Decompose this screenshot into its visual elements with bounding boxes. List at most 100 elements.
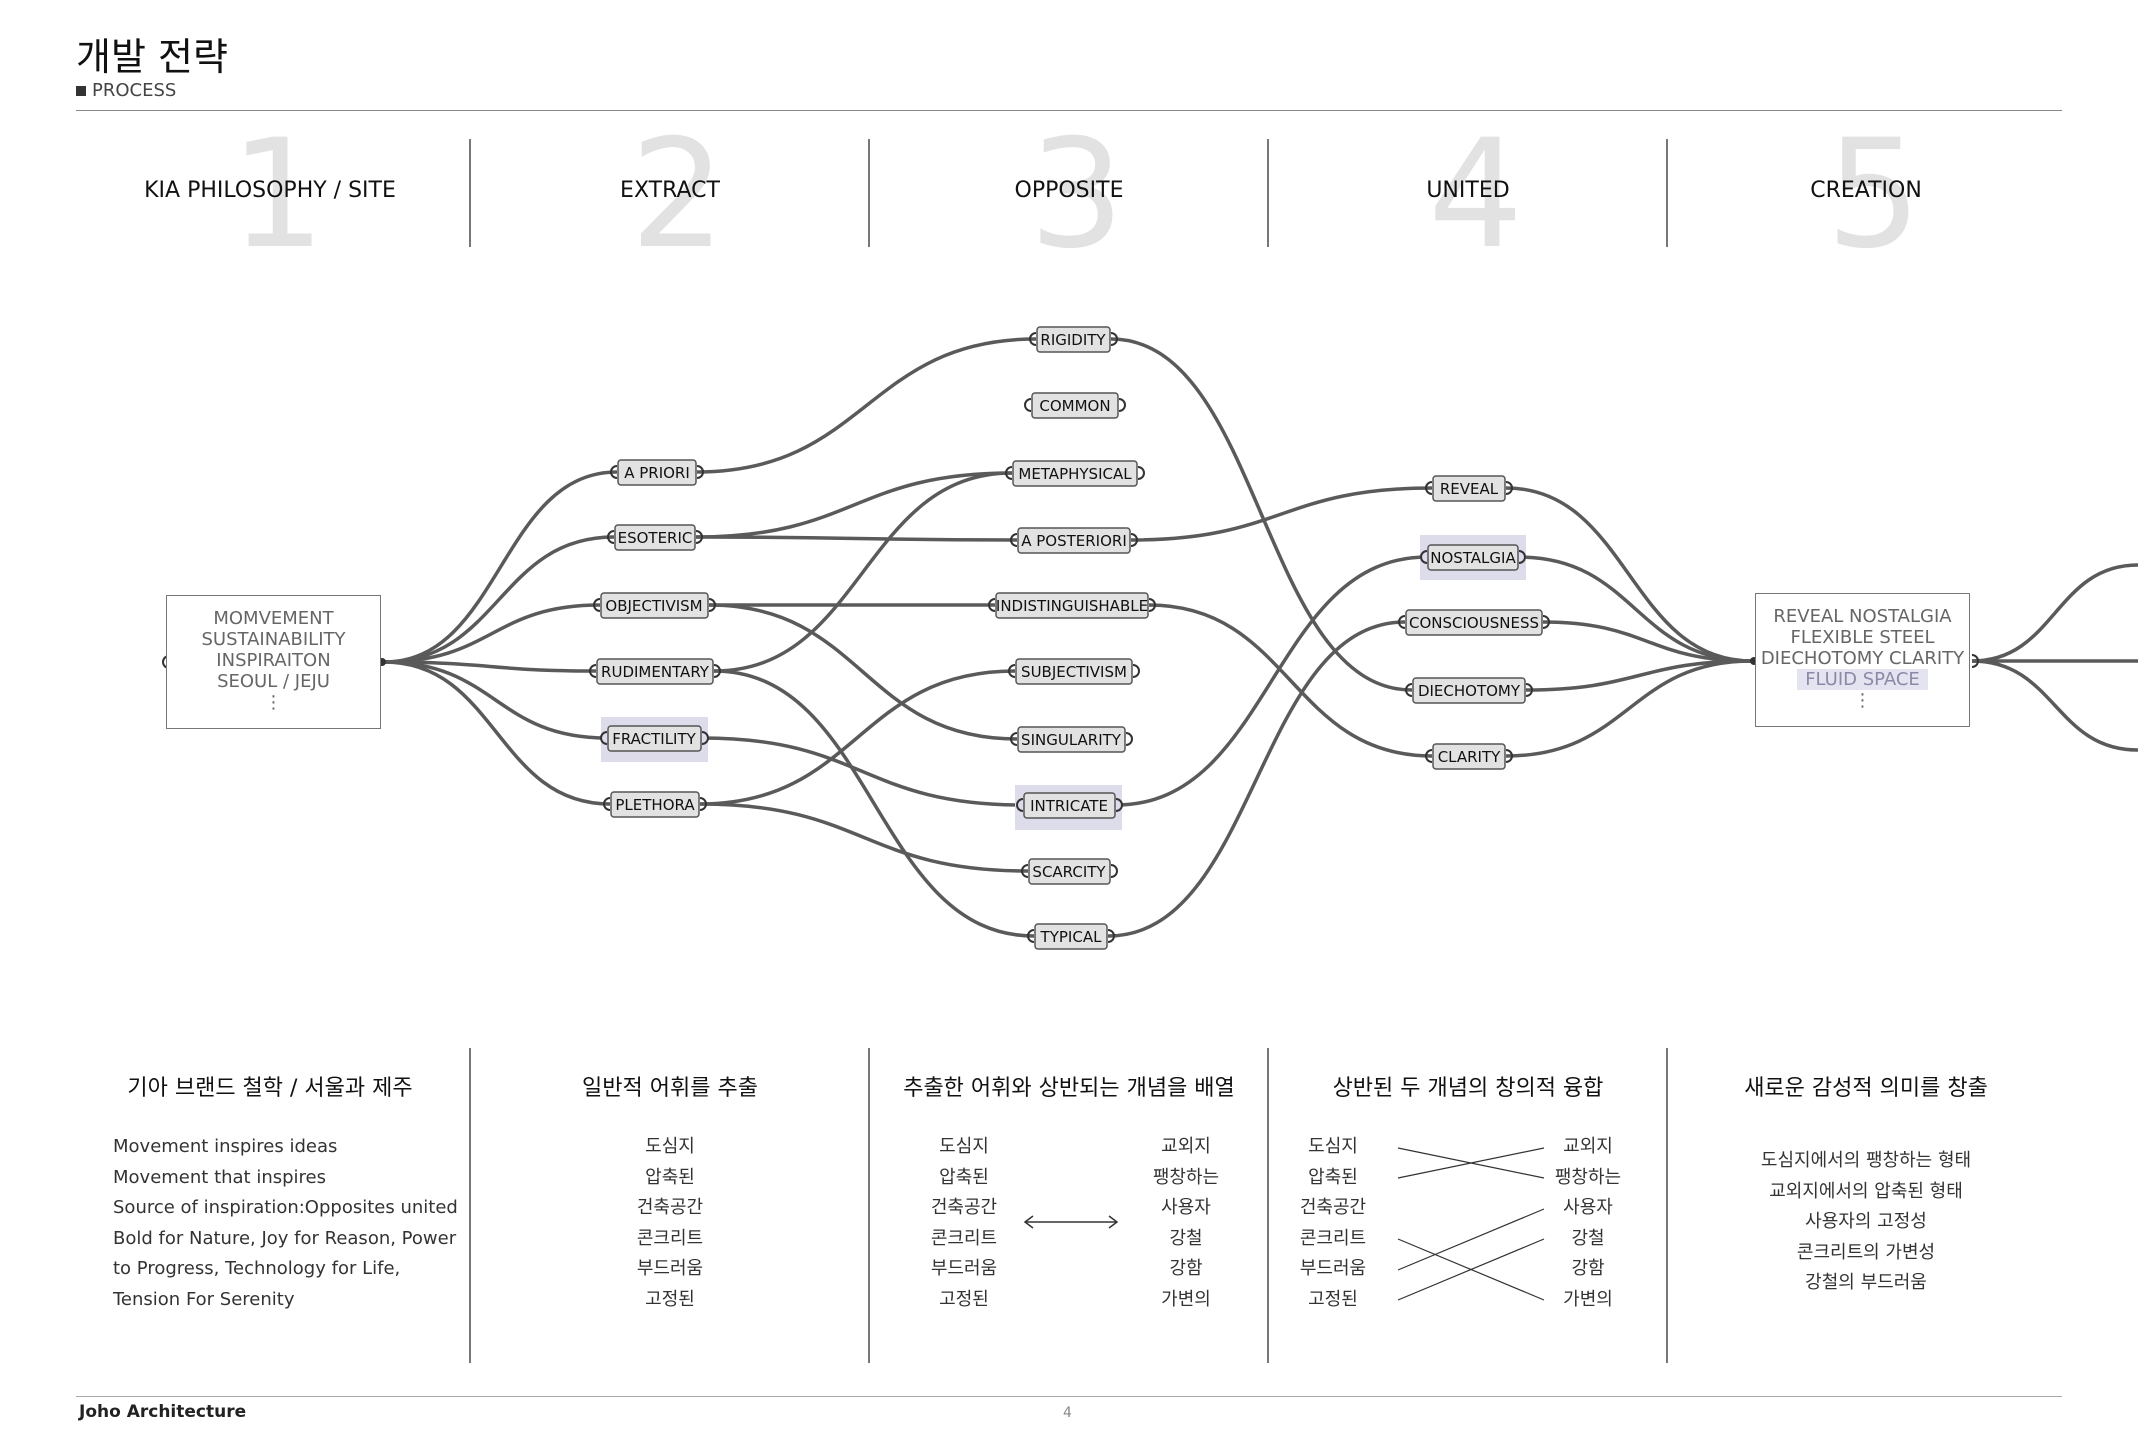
result-box[interactable]: REVEAL NOSTALGIA FLEXIBLE STEEL DIECHOTO… — [1755, 593, 1970, 727]
node-a-posteriori[interactable]: A POSTERIORI — [1017, 527, 1131, 554]
node-diechotomy[interactable]: DIECHOTOMY — [1412, 677, 1526, 704]
port-icon — [1148, 598, 1156, 612]
column-line: Tension For Serenity — [113, 1288, 295, 1310]
node-consciousness[interactable]: CONSCIOUSNESS — [1405, 609, 1543, 636]
port-icon — [1029, 332, 1037, 346]
source-line: INSPIRAITON — [216, 650, 331, 671]
node-plethora[interactable]: PLETHORA — [610, 791, 700, 818]
port-icon — [1542, 615, 1550, 629]
wire — [1110, 337, 1413, 692]
column-heading: 추출한 어휘와 상반되는 개념을 배열 — [903, 1076, 1235, 1101]
node-label: A PRIORI — [624, 464, 690, 482]
column-line: 교외지 — [1563, 1136, 1613, 1157]
divider — [469, 1048, 471, 1363]
port-icon — [1420, 550, 1428, 564]
result-line: FLEXIBLE STEEL — [1790, 627, 1935, 648]
node-rigidity[interactable]: RIGIDITY — [1036, 326, 1111, 353]
wire — [699, 669, 1016, 806]
port-icon — [708, 598, 716, 612]
node-singularity[interactable]: SINGULARITY — [1017, 726, 1126, 753]
step-number: 2 — [630, 108, 726, 282]
source-box[interactable]: MOMVEMENT SUSTAINABILITY INSPIRAITON SEO… — [166, 595, 381, 729]
step-4: 4 UNITED — [1268, 120, 1668, 270]
header-rule — [76, 110, 2062, 111]
node-label: OBJECTIVISM — [605, 597, 702, 615]
port-icon — [1027, 929, 1035, 943]
column-line: Bold for Nature, Joy for Reason, Power — [113, 1227, 457, 1249]
wire — [1505, 659, 1753, 758]
node-label: COMMON — [1039, 397, 1110, 415]
node-typical[interactable]: TYPICAL — [1034, 923, 1108, 950]
page-subtitle-text: PROCESS — [92, 80, 177, 101]
node-subjectivism[interactable]: SUBJECTIVISM — [1015, 658, 1133, 685]
column-line: Movement inspires ideas — [113, 1136, 338, 1157]
wire-layer — [383, 337, 2138, 938]
column-line: 압축된 — [645, 1166, 695, 1188]
divider — [1267, 139, 1269, 247]
node-rudimentary[interactable]: RUDIMENTARY — [596, 658, 714, 685]
source-line: SEOUL / JEJU — [217, 671, 330, 692]
node-label: METAPHYSICAL — [1018, 465, 1132, 483]
node-label: CONSCIOUSNESS — [1409, 614, 1539, 632]
port-icon — [1971, 654, 1979, 668]
step-number: 1 — [230, 108, 326, 282]
node-clarity[interactable]: CLARITY — [1432, 743, 1506, 770]
port-icon — [607, 530, 615, 544]
wire — [1148, 603, 1433, 758]
port-icon — [699, 797, 707, 811]
node-nostalgia[interactable]: NOSTALGIA — [1420, 535, 1526, 580]
node-label: SUBJECTIVISM — [1021, 663, 1127, 681]
column-line: 팽창하는 — [1152, 1166, 1220, 1188]
node-indistinguishable[interactable]: INDISTINGUISHABLE — [995, 592, 1149, 619]
port-icon — [713, 664, 721, 678]
node-esoteric[interactable]: ESOTERIC — [614, 524, 696, 551]
divider — [868, 1048, 870, 1363]
port-icon — [1110, 864, 1118, 878]
port-icon — [1008, 664, 1016, 678]
wire — [1518, 555, 1753, 663]
port-icon — [696, 465, 704, 479]
node-objectivism[interactable]: OBJECTIVISM — [600, 592, 709, 619]
step-3: 3 OPPOSITE — [869, 120, 1269, 270]
divider — [1666, 139, 1668, 247]
column-line: 강철 — [1169, 1227, 1203, 1249]
node-label: FRACTILITY — [612, 730, 696, 748]
wire — [383, 660, 608, 740]
column-line: 고정된 — [939, 1288, 989, 1310]
column-line: 가변의 — [1563, 1288, 1613, 1310]
port-icon — [701, 731, 709, 745]
port-icon — [1525, 683, 1533, 697]
port-icon — [1132, 664, 1140, 678]
node-scarcity[interactable]: SCARCITY — [1028, 858, 1111, 885]
wire — [383, 470, 618, 664]
result-line-highlight: FLUID SPACE — [1756, 669, 1969, 690]
node-fractility[interactable]: FRACTILITY — [601, 717, 708, 762]
column-heading: 일반적 어휘를 추출 — [582, 1076, 758, 1101]
wire — [713, 669, 1035, 938]
node-reveal[interactable]: REVEAL — [1432, 475, 1506, 502]
port-icon — [1110, 332, 1118, 346]
column-line: 교외지 — [1161, 1136, 1211, 1157]
node-label: TYPICAL — [1040, 928, 1103, 946]
wire — [1107, 620, 1406, 938]
node-intricate[interactable]: INTRICATE — [1015, 785, 1122, 830]
source-line: SUSTAINABILITY — [201, 629, 346, 650]
column-line: 압축된 — [939, 1166, 989, 1188]
step-number: 5 — [1826, 108, 1922, 282]
port-icon — [1425, 481, 1433, 495]
port-icon — [1010, 533, 1018, 547]
node-a-priori[interactable]: A PRIORI — [617, 459, 697, 486]
column-line: 건축공간 — [636, 1197, 704, 1218]
column-line: 건축공간 — [930, 1197, 998, 1218]
step-label: EXTRACT — [620, 178, 720, 203]
port-icon — [589, 664, 597, 678]
result-line: ⋮ — [1853, 690, 1872, 711]
wire — [383, 603, 601, 664]
node-common[interactable]: COMMON — [1031, 392, 1119, 419]
node-label: INDISTINGUISHABLE — [996, 597, 1148, 615]
wire — [1542, 620, 1753, 663]
node-metaphysical[interactable]: METAPHYSICAL — [1012, 460, 1138, 487]
right-words: 교외지 팽창하는 사용자 강철 강함 가변의 — [1131, 1132, 1241, 1315]
wire — [1505, 486, 1753, 663]
page-number: 4 — [1063, 1405, 1072, 1421]
